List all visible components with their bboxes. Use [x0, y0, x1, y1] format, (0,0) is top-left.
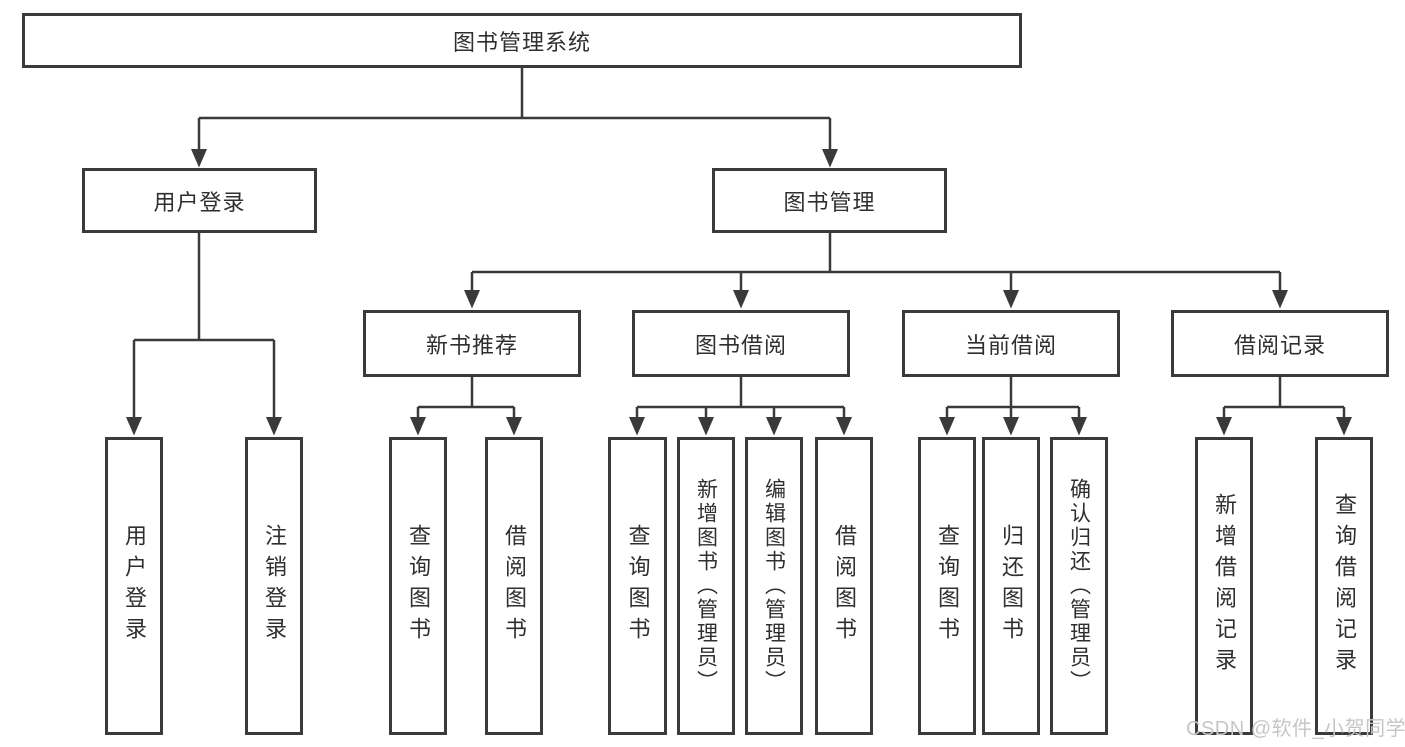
leaf-logout: 注销登录 [245, 437, 303, 735]
node-label: 借阅记录 [1233, 332, 1326, 358]
connector-book-borrow-to-children [629, 377, 852, 436]
node-new-book-recommend: 新书推荐 [363, 310, 581, 377]
leaf-edit-book-admin: 编辑图书（管理员） [745, 437, 803, 735]
leaf-query-books-borrow: 查询图书 [608, 437, 667, 735]
leaf-query-books-current: 查询图书 [918, 437, 976, 735]
node-label: 新书推荐 [425, 332, 518, 358]
arrowhead-down-icon [836, 417, 852, 436]
connector-line [1222, 377, 1346, 419]
arrowhead-down-icon [1003, 417, 1019, 436]
connector-borrow-record-to-children [1216, 377, 1352, 436]
arrowhead-down-icon [506, 417, 522, 436]
arrowhead-down-icon [698, 417, 714, 436]
leaf-borrow-books-recommend: 借阅图书 [485, 437, 543, 735]
node-label: 用户登录 [153, 189, 246, 215]
connector-line [132, 233, 276, 419]
leaf-query-books-recommend: 查询图书 [389, 437, 447, 735]
node-label: 查询图书 [935, 524, 960, 648]
node-library-management-system: 图书管理系统 [22, 13, 1022, 68]
arrowhead-down-icon [629, 417, 645, 436]
node-label: 借阅图书 [502, 524, 527, 648]
node-label: 当前借阅 [964, 332, 1057, 358]
arrowhead-down-icon [1272, 290, 1288, 309]
connector-line [470, 233, 1282, 292]
connector-book-management-to-children [464, 233, 1288, 309]
node-label: 编辑图书（管理员） [762, 478, 786, 694]
node-label: 确认归还（管理员） [1067, 478, 1091, 694]
arrowhead-down-icon [464, 290, 480, 309]
connector-line [416, 377, 516, 419]
leaf-query-borrow-record: 查询借阅记录 [1315, 437, 1373, 735]
connector-root-to-level2 [191, 68, 838, 168]
node-label: 注销登录 [262, 524, 287, 648]
node-label: 查询借阅记录 [1332, 493, 1357, 679]
leaf-borrow-books: 借阅图书 [815, 437, 873, 735]
leaf-user-login: 用户登录 [105, 437, 163, 735]
connector-line [635, 377, 846, 419]
arrowhead-down-icon [266, 417, 282, 436]
connector-new-book-to-children [410, 377, 522, 436]
node-label: 新增借阅记录 [1212, 493, 1237, 679]
arrowhead-down-icon [733, 290, 749, 309]
connector-line [197, 68, 832, 151]
node-label: 查询图书 [625, 524, 651, 648]
node-book-management: 图书管理 [712, 168, 947, 233]
arrowhead-down-icon [939, 417, 955, 436]
node-label: 图书管理系统 [452, 29, 591, 55]
arrowhead-down-icon [191, 149, 207, 168]
node-label: 归还图书 [999, 524, 1024, 648]
connector-line [945, 377, 1081, 419]
leaf-confirm-return-admin: 确认归还（管理员） [1050, 437, 1108, 735]
csdn-watermark: CSDN @软件_小贺同学 [1186, 718, 1405, 740]
arrowhead-down-icon [1336, 417, 1352, 436]
arrowhead-down-icon [1216, 417, 1232, 436]
leaf-add-borrow-record: 新增借阅记录 [1195, 437, 1253, 735]
arrowhead-down-icon [1003, 290, 1019, 309]
node-book-borrow: 图书借阅 [632, 310, 850, 377]
leaf-return-books: 归还图书 [982, 437, 1040, 735]
arrowhead-down-icon [822, 149, 838, 168]
node-current-borrow: 当前借阅 [902, 310, 1120, 377]
node-label: 查询图书 [406, 524, 431, 648]
arrowhead-down-icon [126, 417, 142, 436]
node-label: 新增图书（管理员） [694, 478, 718, 694]
arrowhead-down-icon [766, 417, 782, 436]
node-label: 借阅图书 [832, 524, 857, 648]
arrowhead-down-icon [1071, 417, 1087, 436]
node-user-login: 用户登录 [82, 168, 317, 233]
node-label: 图书管理 [783, 189, 876, 215]
node-label: 用户登录 [122, 524, 147, 648]
connector-user-login-to-children [126, 233, 282, 436]
leaf-add-book-admin: 新增图书（管理员） [677, 437, 735, 735]
arrowhead-down-icon [410, 417, 426, 436]
node-borrow-record: 借阅记录 [1171, 310, 1389, 377]
node-label: 图书借阅 [694, 332, 787, 358]
connector-current-borrow-to-children [939, 377, 1087, 436]
